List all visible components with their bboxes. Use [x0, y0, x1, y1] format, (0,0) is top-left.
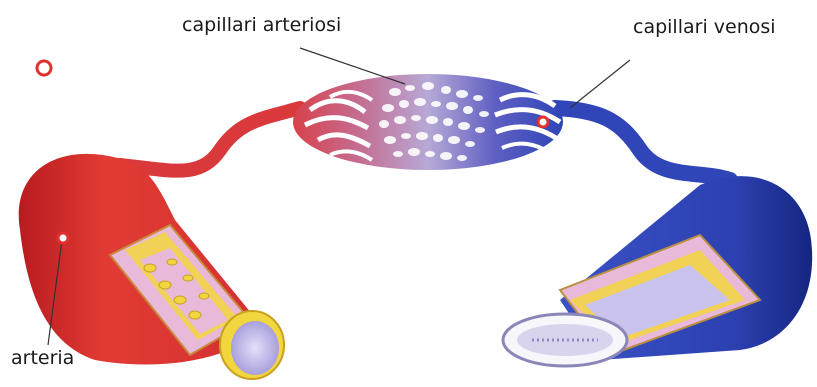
vein-vessel	[503, 176, 812, 366]
leader-arterial	[300, 48, 405, 84]
capillary-bed	[293, 74, 563, 170]
venule	[555, 108, 730, 180]
marker-venous	[538, 117, 548, 127]
label-capillari-arteriosi: capillari arteriosi	[182, 16, 341, 35]
marker-artery	[58, 233, 68, 243]
label-arteria: arteria	[11, 349, 74, 368]
arteriole	[120, 108, 300, 171]
label-capillari-venosi: capillari venosi	[633, 18, 776, 37]
circle-marker-icon	[37, 61, 51, 75]
leader-venous	[570, 60, 630, 108]
